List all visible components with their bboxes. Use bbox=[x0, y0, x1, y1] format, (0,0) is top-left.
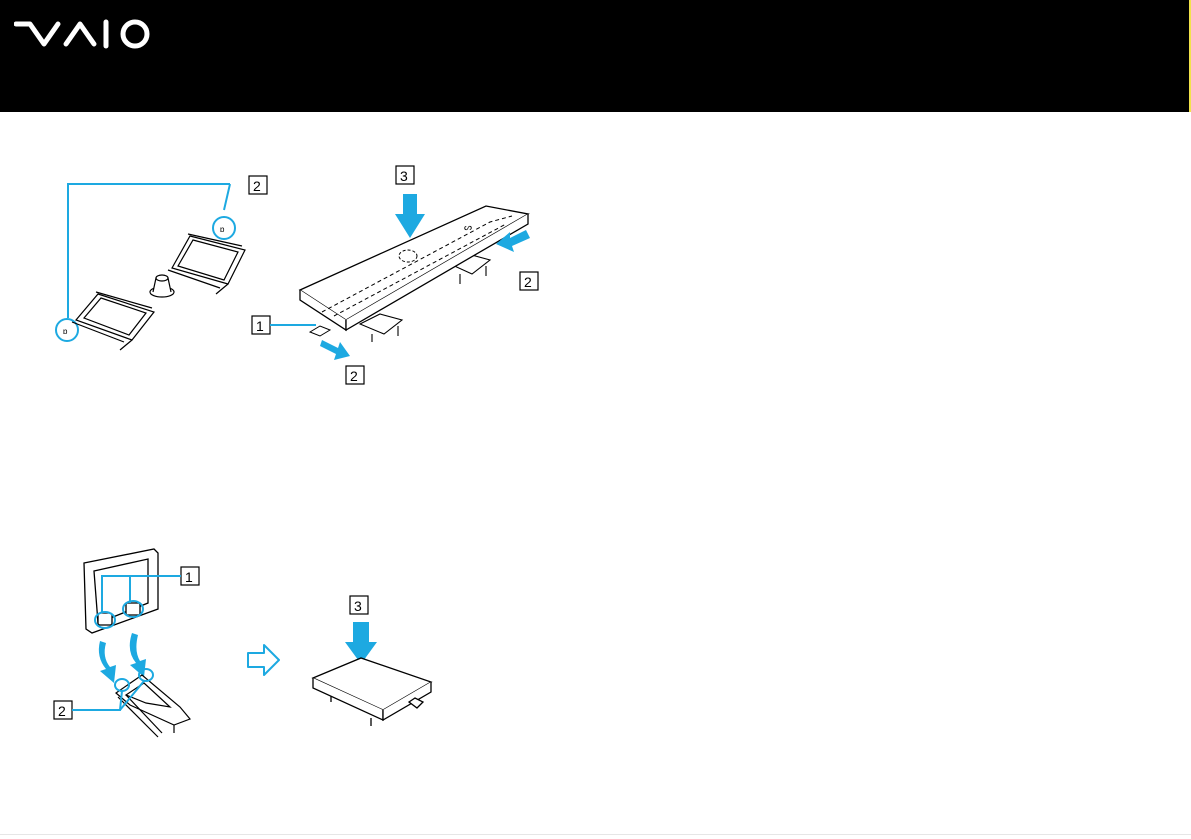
assembled-stand-base bbox=[313, 658, 431, 726]
header-bar bbox=[0, 0, 1191, 112]
leader-line bbox=[72, 691, 122, 710]
callout-label: 3 bbox=[400, 168, 408, 184]
svg-text:ɒ: ɒ bbox=[220, 225, 225, 234]
callout-label: 1 bbox=[185, 569, 193, 585]
callout-label: 2 bbox=[524, 274, 532, 290]
leader-line bbox=[224, 184, 230, 210]
figure-top-left-parts: 2 ɒ ɒ bbox=[20, 170, 280, 360]
vaio-logo-icon bbox=[14, 16, 154, 50]
callout-label: 1 bbox=[256, 318, 264, 334]
foot-pad-upper bbox=[168, 234, 245, 294]
page-bottom-rule bbox=[0, 834, 1191, 835]
svg-text:ɒ: ɒ bbox=[63, 327, 68, 336]
curved-arrow-icon bbox=[99, 641, 116, 683]
press-down-arrow-icon bbox=[395, 194, 425, 238]
figure-bottom-left-attach: 1 2 bbox=[50, 545, 220, 745]
callout-label: 2 bbox=[350, 368, 358, 384]
slide-arrow-icon bbox=[320, 340, 350, 360]
callout-label: 2 bbox=[58, 703, 66, 719]
callout-label: 3 bbox=[354, 598, 362, 614]
figure-bottom-right-assembled: 3 bbox=[305, 592, 440, 732]
stand-bracket bbox=[116, 675, 190, 737]
foot-pad-lower bbox=[72, 292, 154, 350]
figure-top-right-stand: 3 ᔕ 2 1 2 bbox=[250, 164, 550, 394]
rubber-knob bbox=[150, 275, 174, 297]
outline-arrow-right-icon bbox=[246, 642, 282, 678]
svg-text:ᔕ: ᔕ bbox=[464, 222, 472, 232]
